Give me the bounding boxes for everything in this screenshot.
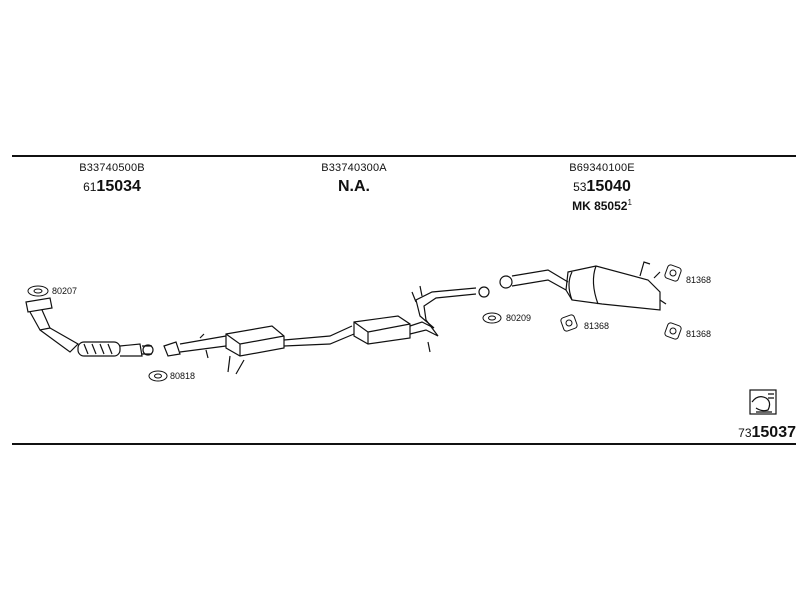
document-icon: [749, 389, 777, 415]
label-81368-c: 81368: [686, 329, 712, 339]
label-81368-b: 81368: [584, 321, 610, 331]
label-81368-a: 81368: [686, 275, 712, 285]
part-number: B69340100E: [569, 162, 635, 174]
gasket-80818: [148, 370, 168, 382]
part-header-3: B69340100E 5315040 MK 850521: [552, 162, 652, 213]
part-code: 6115034: [83, 178, 141, 195]
middle-pipe: [163, 285, 490, 375]
hanger-81368-c: [664, 322, 682, 340]
part-number: B33740500B: [79, 162, 145, 174]
part-header-2: B33740300A N.A.: [304, 162, 404, 196]
rear-silencer: [499, 261, 667, 311]
reference-number: 7315037: [738, 424, 796, 441]
label-80818: 80818: [170, 371, 196, 381]
gasket-80207: [27, 285, 49, 297]
part-code: 5315040: [573, 178, 631, 195]
part-code: N.A.: [338, 178, 370, 195]
front-pipe: [25, 297, 154, 357]
hanger-81368-b: [560, 314, 578, 332]
label-80209: 80209: [506, 313, 532, 323]
part-header-1: B33740500B 6115034: [62, 162, 162, 196]
label-80207: 80207: [52, 286, 78, 296]
part-number: B33740300A: [321, 162, 387, 174]
mk-code: MK 850521: [572, 198, 632, 213]
hanger-81368-a: [664, 264, 682, 282]
gasket-80209: [482, 312, 502, 324]
